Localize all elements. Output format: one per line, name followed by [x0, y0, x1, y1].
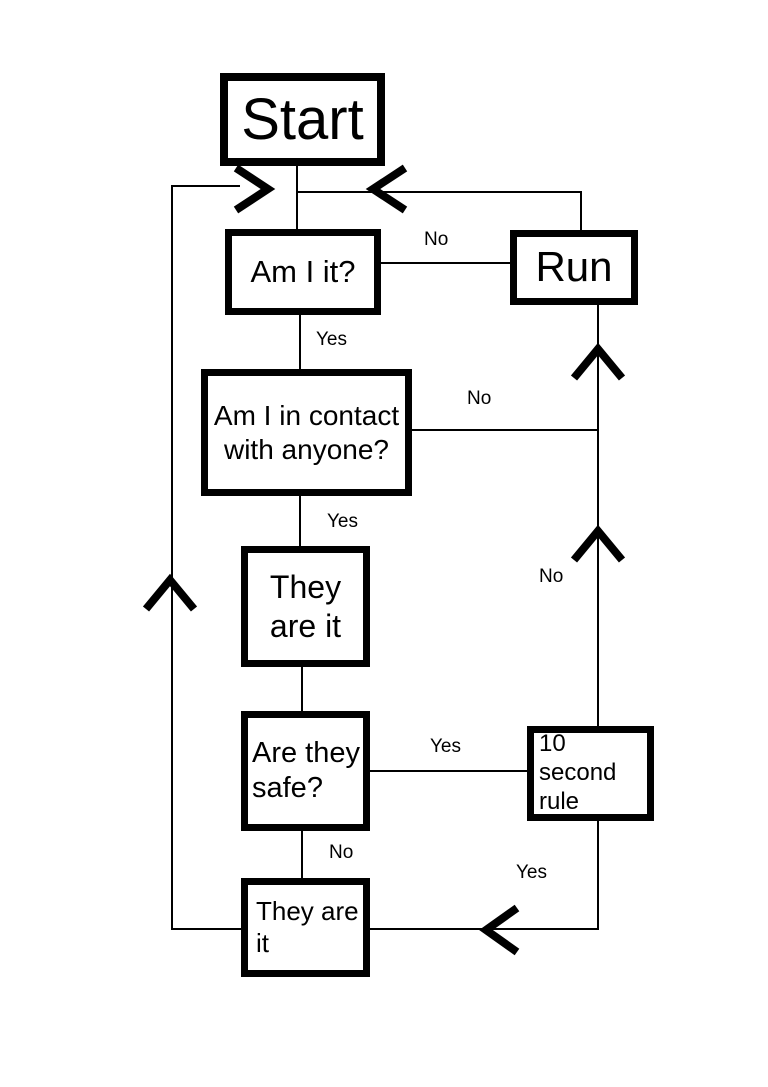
node-they-are-it-1-line-2: are it [269, 607, 342, 644]
arrow-left-chevron-icon [479, 904, 520, 956]
node-contact-line-2: with anyone? [223, 433, 389, 465]
node-are-they-safe-line-1: Are they [252, 737, 360, 770]
edge-label-contact-run: No [467, 388, 492, 409]
edge-label-contact-they-are-it: Yes [327, 511, 358, 532]
node-run-text: Run [535, 243, 613, 291]
node-they-are-it-1-line-1: They [269, 569, 342, 606]
arrow-up-chevron-icon [570, 524, 626, 563]
edge-label-safe-they-are-it: No [329, 842, 354, 863]
node-start: Start [220, 73, 385, 166]
node-ten-second-rule: 10 second rule [527, 726, 654, 821]
node-ten-second-rule-line-1: 10 second [539, 730, 617, 787]
arrow-up-chevron-icon [570, 342, 626, 381]
node-are-they-safe-line-2: safe? [252, 772, 323, 804]
edge-label-safe-ten-second: Yes [430, 736, 461, 757]
arrow-right-chevron-icon [233, 164, 276, 214]
node-are-they-safe: Are they safe? [241, 711, 370, 831]
edge-label-ten-second-run: No [539, 566, 564, 587]
connector-ten-second-they-are-it [370, 821, 599, 930]
arrow-left-chevron-icon [365, 164, 408, 214]
node-start-text: Start [241, 86, 364, 152]
node-they-are-it-2-line-2: it [256, 927, 269, 958]
node-they-are-it-1: They are it [241, 546, 370, 667]
edge-label-am-i-it-contact: Yes [316, 329, 347, 350]
edge-label-ten-second-they-are-it: Yes [516, 862, 547, 883]
connector-run-start [297, 191, 582, 230]
node-run: Run [510, 230, 638, 305]
node-am-i-it-text: Am I it? [250, 254, 356, 290]
node-they-are-it-2: They are it [241, 878, 370, 977]
edge-label-am-i-it-run: No [424, 229, 449, 250]
node-contact-line-1: Am I in contact [213, 399, 400, 431]
node-contact: Am I in contact with anyone? [201, 369, 412, 496]
node-ten-second-rule-line-2: rule [539, 787, 580, 815]
connector-loop-back-start [171, 185, 241, 930]
node-they-are-it-2-line-1: They are [256, 896, 359, 927]
node-am-i-it: Am I it? [225, 229, 381, 315]
arrow-up-chevron-icon [142, 573, 198, 612]
